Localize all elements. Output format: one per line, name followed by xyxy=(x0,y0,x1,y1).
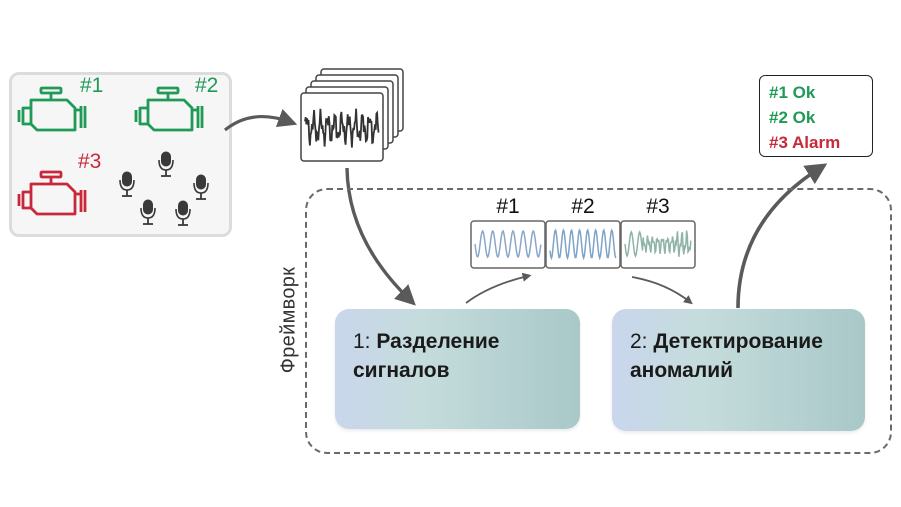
status-line-3: #3 Alarm xyxy=(769,133,841,152)
stage-number: 2: xyxy=(630,330,648,353)
separated-signal-label-2: #2 xyxy=(571,195,595,218)
separated-waveform-2 xyxy=(549,228,617,261)
status-line-1: #1 Ok xyxy=(769,83,816,102)
engine-icon-1 xyxy=(17,86,87,132)
stage-title: Детектирование аномалий xyxy=(630,330,823,382)
separated-signal-panel xyxy=(470,220,546,269)
source-label-2: #2 xyxy=(195,74,219,97)
separated-waveform-1 xyxy=(474,229,542,259)
source-label-3: #3 xyxy=(78,150,102,173)
stage-separation: 1: Разделение сигналов xyxy=(335,309,580,429)
microphone-icon xyxy=(140,199,156,225)
arrow-to-recordings xyxy=(223,109,298,132)
stage-number: 1: xyxy=(353,330,371,353)
arrow-separation-to-signals xyxy=(465,272,532,304)
mixture-waveform xyxy=(304,108,380,148)
engine-icon-2 xyxy=(134,86,204,132)
status-line-2: #2 Ok xyxy=(769,108,816,127)
microphone-icon xyxy=(158,151,174,177)
separated-waveform-3 xyxy=(624,230,692,258)
arrow-signals-to-detection xyxy=(631,276,693,305)
microphone-icon xyxy=(175,200,191,226)
microphone-icon xyxy=(119,171,135,197)
separated-signal-label-3: #3 xyxy=(646,195,670,218)
arrow-to-separation xyxy=(345,167,416,306)
microphones xyxy=(119,151,209,226)
separated-signals xyxy=(470,220,696,269)
framework-container xyxy=(305,188,892,454)
mixture-recordings-stack xyxy=(300,68,404,162)
stage-title: Разделение сигналов xyxy=(353,330,500,382)
status-output-box: #1 Ok #2 Ok #3 Alarm xyxy=(759,75,873,157)
source-label-1: #1 xyxy=(80,74,104,97)
stage-anomaly-detection: 2: Детектирование аномалий xyxy=(612,309,865,431)
arrow-to-status xyxy=(736,163,828,309)
engine-icon-3 xyxy=(17,170,87,216)
separated-signal-label-1: #1 xyxy=(496,195,520,218)
microphone-icon xyxy=(193,174,209,200)
framework-label: Фреймворк xyxy=(277,266,300,374)
